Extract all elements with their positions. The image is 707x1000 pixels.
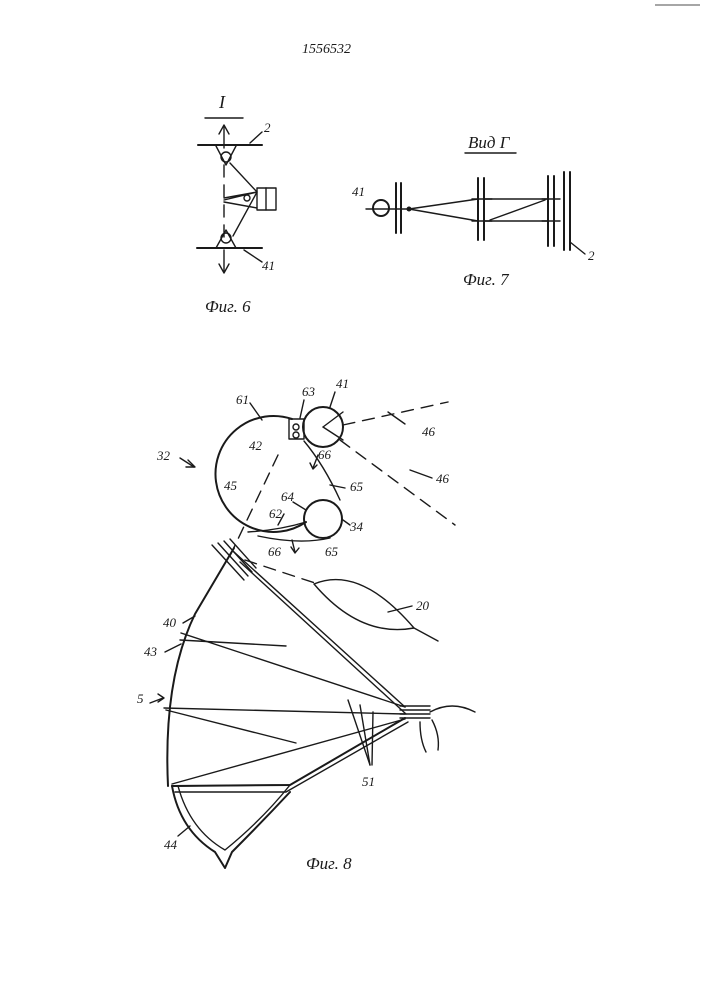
fig8-callout-45: 45 [224, 478, 238, 493]
fig8-callout-66a: 66 [318, 447, 332, 462]
fig6-callout-41-leader [244, 250, 262, 262]
fig7-roller [373, 200, 389, 216]
fig6-section-label: I [218, 92, 226, 112]
fig8-callout-61: 61 [236, 392, 249, 407]
fig8-lower-pocket [178, 785, 290, 850]
fig8-callout-20-leader [388, 606, 412, 612]
fig8-callout-46a: 46 [422, 424, 436, 439]
fig8-callout-51-leader-c [372, 712, 373, 765]
fig8-callout-20: 20 [416, 598, 430, 613]
figure-6: I 2 41 Фиг. 6 [197, 92, 276, 316]
fig8-callout-51: 51 [362, 774, 375, 789]
fig8-callout-43-leader [165, 644, 181, 652]
fig8-callout-40: 40 [163, 615, 177, 630]
fig8-callout-63: 63 [302, 384, 316, 399]
fig6-callout-41: 41 [262, 258, 275, 273]
fig8-fan-ray-3 [181, 633, 405, 707]
fig7-box-diagonal [490, 200, 545, 220]
fig8-callout-66b: 66 [268, 544, 282, 559]
fig8-callout-62: 62 [269, 506, 283, 521]
fig8-roller-34 [304, 500, 342, 538]
fig7-callout-41: 41 [352, 184, 365, 199]
fig8-callout-46b: 46 [436, 471, 450, 486]
fig8-bracket-63 [289, 419, 304, 439]
fig8-fan-ray-4 [180, 640, 286, 646]
fig8-callout-41: 41 [336, 376, 349, 391]
fig8-bracket-pin-a [293, 424, 299, 430]
fig8-callout-65a: 65 [350, 479, 364, 494]
fig8-fan-ray-1 [234, 552, 405, 707]
fig8-fan-ray-5 [164, 708, 405, 714]
fig6-bottom-pivot [221, 233, 231, 243]
fig8-drum-32 [215, 416, 306, 532]
fig8-roller-41-chord-a [323, 412, 343, 427]
fig8-callout-61-leader [250, 403, 262, 420]
fig8-callout-65a-leader [330, 485, 345, 488]
fig8-hub [400, 706, 475, 752]
fig7-view-label: Вид Г [468, 133, 511, 152]
fig7-caption: Фиг. 7 [463, 270, 510, 289]
fig8-callout-34: 34 [349, 519, 364, 534]
fig8-callout-5-arrow [150, 694, 164, 703]
fig8-fan-ray-2 [240, 562, 406, 714]
fig8-callout-46a-leader [388, 412, 405, 424]
figure-7: Вид Г 41 2 Фиг. 7 [352, 133, 595, 289]
fig8-callout-63-leader [300, 400, 304, 418]
fig8-callout-5: 5 [137, 691, 144, 706]
fig7-callout-2: 2 [588, 248, 595, 263]
fig8-line-46-upper [343, 402, 448, 425]
fig8-callout-32: 32 [156, 448, 171, 463]
fig8-fan-ray-6 [166, 710, 296, 743]
fig7-callout-2-leader [570, 242, 585, 254]
fig6-caption: Фиг. 6 [205, 297, 251, 316]
fig8-callout-42: 42 [249, 438, 263, 453]
fig8-caption: Фиг. 8 [306, 854, 352, 873]
fig8-arrow-66-upper [310, 455, 318, 469]
fig8-bracket-pin-b [293, 432, 299, 438]
fig8-callout-43: 43 [144, 644, 158, 659]
fig8-arrow-66-lower [291, 540, 299, 553]
fig8-callout-41-leader [330, 392, 335, 407]
fig6-callout-2-leader [250, 132, 262, 143]
fig8-callout-44: 44 [164, 837, 178, 852]
fig8-callout-32-arrow [180, 458, 194, 467]
fig8-callout-65b: 65 [325, 544, 339, 559]
fig8-roller-41-chord-b [323, 427, 343, 440]
fig8-fan-outer-arc [167, 548, 234, 786]
fig8-callout-64-leader [293, 502, 306, 510]
figure-8: 41 63 61 46 42 32 66 45 65 64 46 62 34 6… [137, 376, 475, 873]
fig8-callout-46b-leader [410, 470, 432, 478]
fig8-callout-44-leader [178, 826, 190, 836]
fig8-callout-34-leader [343, 520, 350, 525]
fig6-center-pivot [244, 195, 250, 201]
fig8-callout-64: 64 [281, 489, 295, 504]
document-number: 1556532 [302, 42, 351, 57]
fig6-callout-2: 2 [264, 120, 271, 135]
fig6-frame [230, 163, 257, 236]
fig7-taper [409, 199, 478, 221]
fig8-callout-51-leader-b [360, 705, 370, 765]
